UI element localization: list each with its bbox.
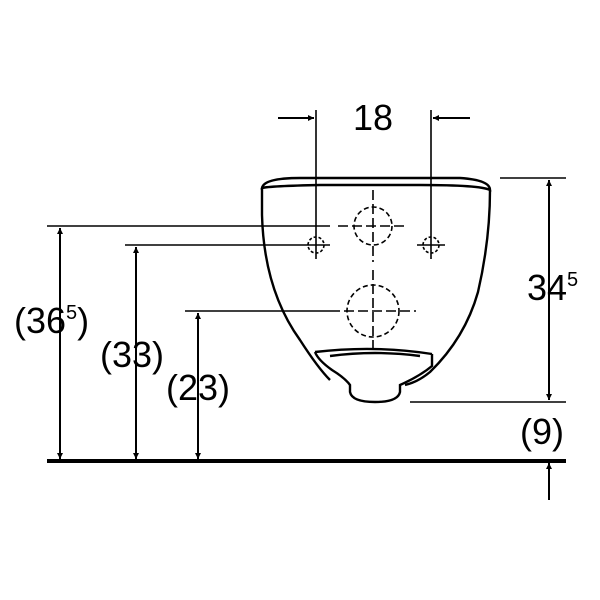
bowl-outlet <box>313 351 434 404</box>
fixing-holes <box>302 231 445 259</box>
label-width-holes: 18 <box>353 97 393 138</box>
label-height-right: 345 <box>527 267 578 308</box>
label-height-outer: (365) <box>14 300 89 341</box>
wc-bowl <box>260 176 492 404</box>
label-height-outer-close: ) <box>77 300 89 341</box>
label-height-right-main: 34 <box>527 267 567 308</box>
label-height-right-sup: 5 <box>567 269 578 291</box>
dimension-lines <box>57 115 552 500</box>
bowl-top-rim <box>260 176 492 192</box>
bowl-outlet-inner <box>314 347 433 358</box>
bowl-body <box>260 188 492 387</box>
label-height-outer-open: (36 <box>14 300 66 341</box>
label-height-mid: (33) <box>100 334 164 375</box>
extension-lines <box>47 110 566 403</box>
label-offset-floor: (9) <box>520 411 564 452</box>
label-height-inner: (23) <box>166 367 230 408</box>
label-height-outer-sup: 5 <box>66 302 77 324</box>
pipe-openings <box>330 190 416 352</box>
